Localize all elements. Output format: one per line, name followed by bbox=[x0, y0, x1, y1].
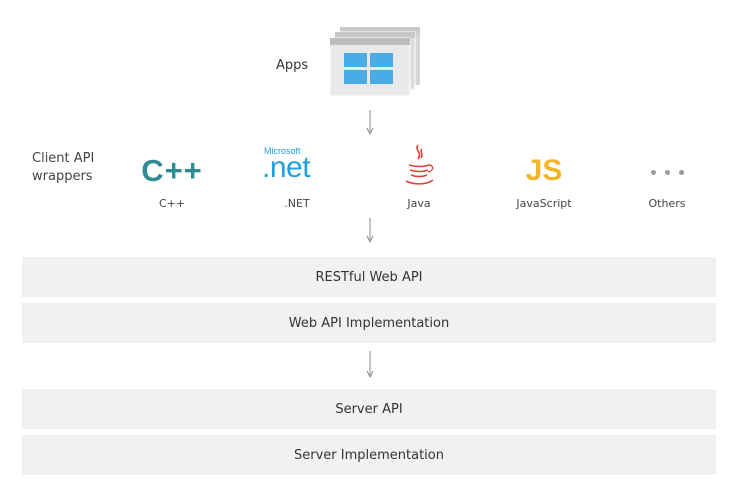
dotnet-logo: Microsoft .net bbox=[262, 146, 311, 184]
arrow-down-icon bbox=[365, 110, 375, 136]
wrapper-label: C++ bbox=[158, 197, 186, 210]
layer-restful-web-api: RESTful Web API bbox=[22, 257, 716, 297]
ellipsis-icon bbox=[650, 170, 684, 187]
apps-windows-icon bbox=[329, 26, 422, 97]
javascript-logo: JS bbox=[525, 154, 563, 187]
layer-server-implementation: Server Implementation bbox=[22, 435, 716, 475]
apps-label: Apps bbox=[276, 58, 309, 73]
wrapper-javascript: JS JavaScript bbox=[494, 143, 594, 211]
arrow-down-icon bbox=[365, 218, 375, 244]
layer-server-api: Server API bbox=[22, 389, 716, 429]
arrow-down-icon bbox=[365, 351, 375, 379]
wrapper-label: .NET bbox=[284, 197, 310, 210]
wrapper-label: Others bbox=[648, 197, 686, 210]
cpp-logo: C++ bbox=[141, 153, 203, 188]
wrapper-java: Java bbox=[369, 143, 469, 210]
wrapper-cpp: C++ C++ bbox=[122, 143, 222, 211]
wrapper-label: JavaScript bbox=[516, 197, 572, 210]
wrapper-label: Java bbox=[407, 197, 431, 210]
wrapper-others: Others bbox=[617, 143, 717, 210]
java-logo bbox=[405, 144, 434, 185]
client-api-wrappers-label: Client API wrappers bbox=[32, 151, 95, 184]
wrapper-dotnet: Microsoft .net .NET bbox=[247, 143, 347, 210]
layer-web-api-implementation: Web API Implementation bbox=[22, 303, 716, 343]
